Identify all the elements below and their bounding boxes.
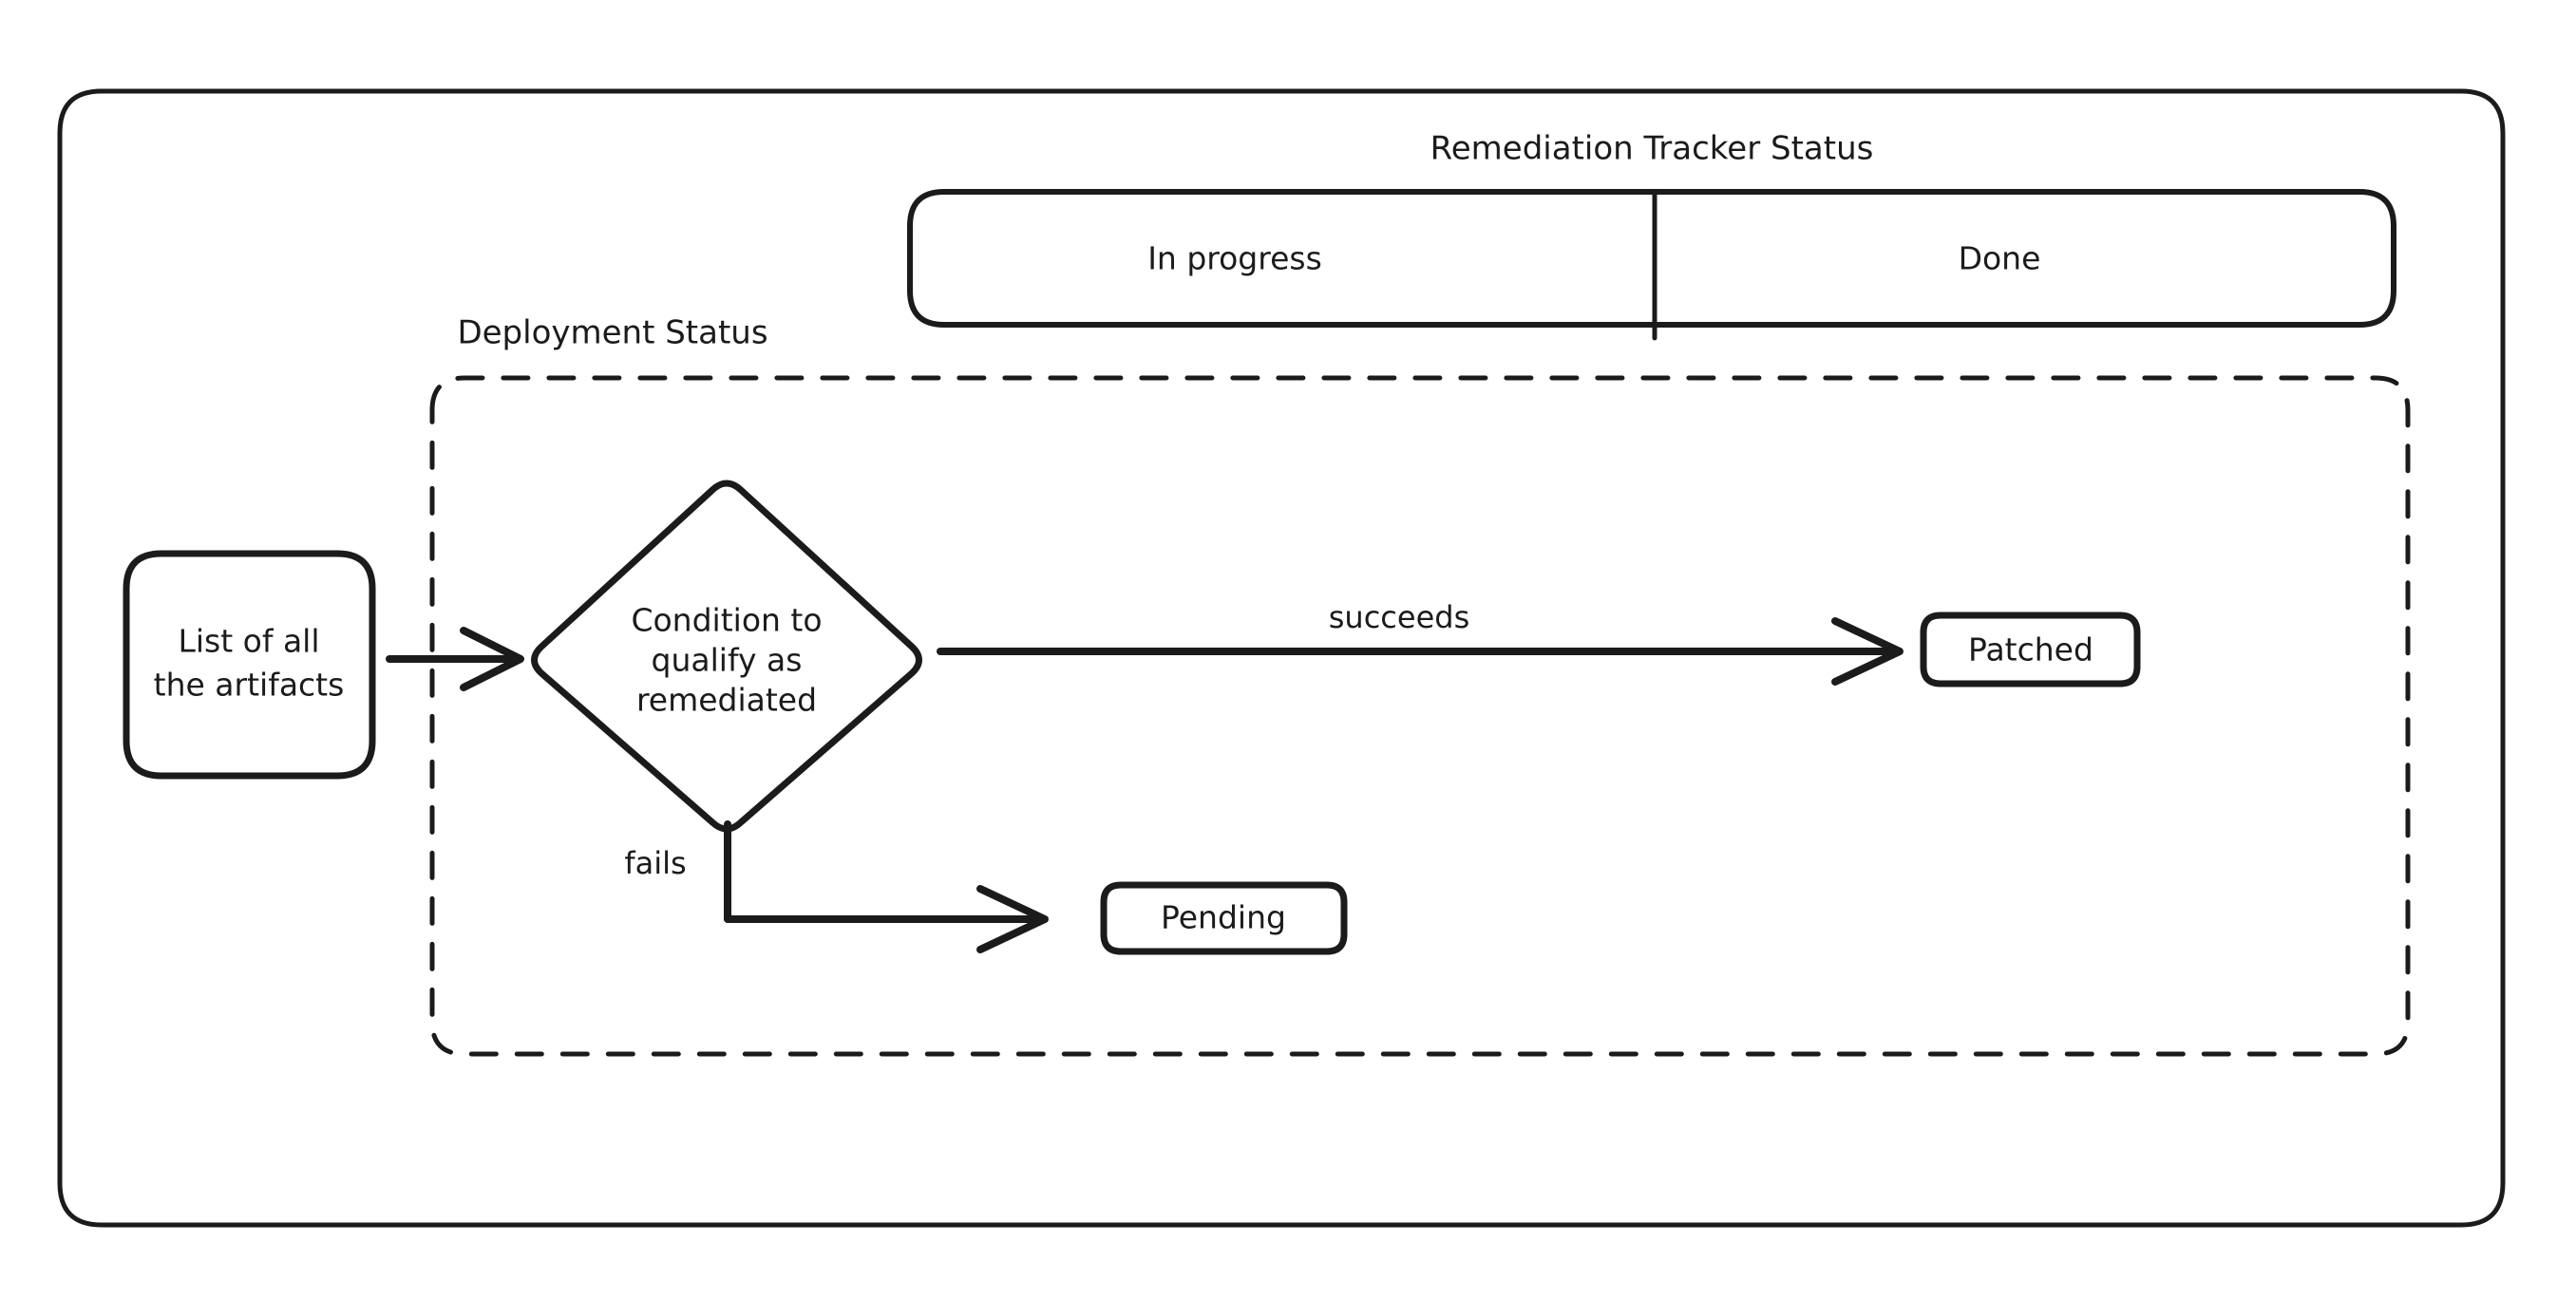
node-pending[interactable]: Pending (1100, 881, 1348, 955)
lane-done[interactable]: Done (1655, 192, 2394, 325)
outer-frame (57, 88, 2506, 1228)
lane-done-label: Done (1959, 240, 2041, 277)
node-condition-diamond[interactable]: Condition to qualify as remediated (531, 480, 922, 833)
node-list-of-artifacts-line1: List of all (178, 623, 319, 660)
deployment-status-label: Deployment Status (457, 314, 767, 352)
node-condition-line3: remediated (636, 682, 817, 719)
edge-condition-to-pending: fails (624, 820, 1049, 953)
node-condition-line2: qualify as (652, 642, 803, 679)
diagram-title: Remediation Tracker Status (1430, 130, 1874, 168)
node-pending-label: Pending (1161, 899, 1286, 936)
node-list-of-artifacts-line2: the artifacts (154, 667, 345, 704)
edge-fails-label: fails (624, 845, 686, 881)
node-condition-line1: Condition to (631, 602, 822, 639)
edge-succeeds-label: succeeds (1329, 599, 1470, 635)
deployment-status-container (429, 375, 2411, 1057)
edge-condition-to-patched: succeeds (937, 599, 1904, 686)
edge-artifacts-to-condition (386, 627, 524, 691)
node-patched-label: Patched (1968, 631, 2093, 668)
node-list-of-artifacts[interactable]: List of all the artifacts (123, 550, 376, 780)
lane-in-progress-label: In progress (1147, 240, 1322, 277)
remediation-tracker-lane-bar (907, 189, 2396, 341)
node-patched[interactable]: Patched (1920, 612, 2141, 687)
lane-in-progress[interactable]: In progress (910, 192, 1655, 325)
